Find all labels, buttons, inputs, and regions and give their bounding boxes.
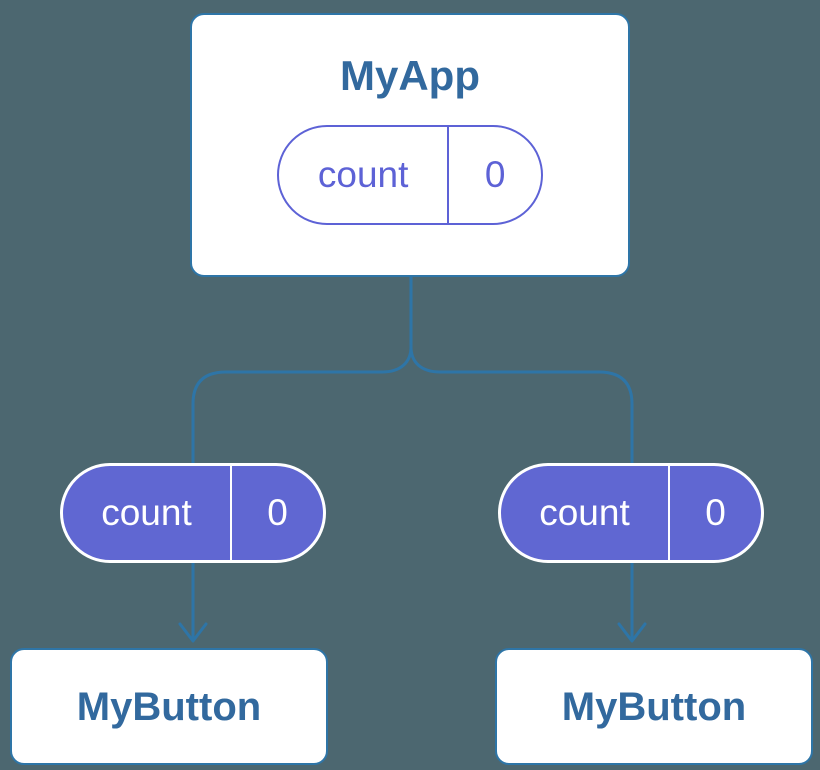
mybutton-left-title: MyButton bbox=[76, 684, 262, 729]
mybutton-right-title: MyButton bbox=[561, 684, 747, 729]
mybutton-node-right: MyButton bbox=[495, 648, 813, 765]
arrowhead-left-icon bbox=[178, 622, 208, 643]
prop-pill-left-value: 0 bbox=[267, 492, 288, 533]
state-pill-label: count bbox=[279, 127, 450, 224]
prop-pill-left: count 0 bbox=[60, 463, 326, 563]
branch-right bbox=[409, 345, 634, 640]
arrowhead-right-icon bbox=[617, 622, 647, 643]
prop-pill-right: count 0 bbox=[498, 463, 764, 563]
myapp-title: MyApp bbox=[340, 52, 480, 99]
myapp-node: MyApp count 0 bbox=[190, 13, 630, 277]
myapp-state-pill: count 0 bbox=[277, 125, 543, 226]
prop-pill-right-label: count bbox=[501, 466, 670, 560]
branch-left bbox=[191, 345, 413, 640]
state-pill-value: 0 bbox=[484, 154, 506, 196]
prop-pill-right-value: 0 bbox=[705, 492, 726, 533]
prop-pill-left-label: count bbox=[63, 466, 232, 560]
mybutton-node-left: MyButton bbox=[10, 648, 328, 765]
